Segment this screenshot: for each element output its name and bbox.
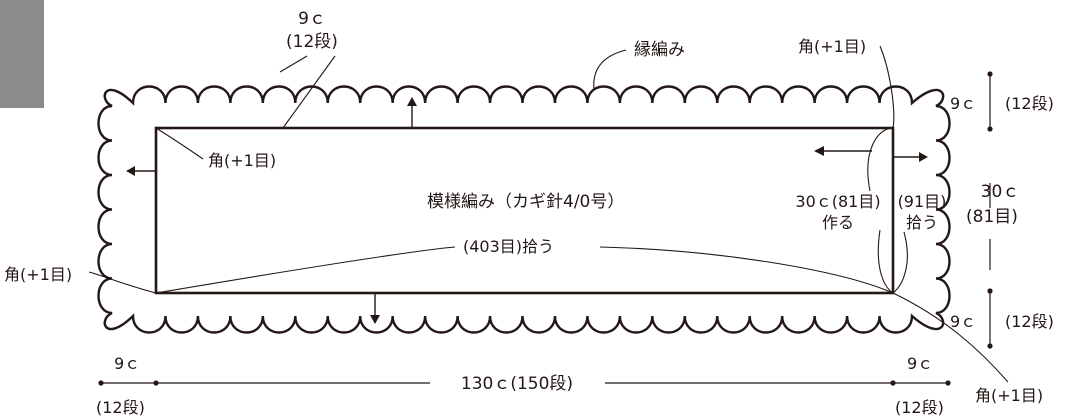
label-right-bot-rows: (12段) (1005, 312, 1054, 331)
label-corner-top-right: 角(+1目) (798, 37, 866, 56)
label-bottom-left-c: 9ｃ (114, 354, 140, 373)
leader-lines (88, 45, 1009, 383)
label-chain-start-count: 30ｃ(81目) (795, 192, 880, 211)
pattern-body-rectangle (154, 126, 895, 295)
dimension-lines (101, 74, 991, 384)
label-pickup-short-verb: 拾う (906, 213, 938, 232)
label-pickup-short-count: (91目) (898, 192, 947, 211)
label-top-count-rows: (12段) (286, 32, 338, 52)
label-top-count-c: 9ｃ (298, 9, 326, 29)
label-corner-top-left: 角(+1目) (208, 151, 276, 170)
label-chain-start-make: 作る (822, 213, 854, 232)
label-right-top-rows: (12段) (1005, 94, 1054, 113)
label-right-bot-c: 9ｃ (950, 312, 976, 331)
label-bottom-right-rows: (12段) (895, 398, 944, 417)
yarn-swatch (0, 0, 44, 108)
label-right-mid-rows: (81目) (966, 207, 1018, 227)
label-right-mid-c: 30ｃ (981, 182, 1020, 202)
label-corner-bottom-right: 角(+1目) (975, 386, 1043, 405)
direction-arrows (126, 97, 928, 324)
scalloped-border (97, 85, 951, 334)
label-edging: 縁編み (634, 40, 685, 60)
label-right-top-c: 9ｃ (950, 94, 976, 113)
dimension-dots (98, 71, 993, 386)
label-corner-left: 角(+1目) (4, 265, 72, 284)
label-bottom-left-rows: (12段) (96, 398, 145, 417)
label-bottom-right-c: 9ｃ (907, 354, 933, 373)
label-bottom-main: 130ｃ(150段) (461, 374, 573, 394)
label-pattern: 模様編み（カギ針4/0号） (427, 192, 624, 212)
label-pickup-long: (403目)拾う (463, 237, 554, 256)
